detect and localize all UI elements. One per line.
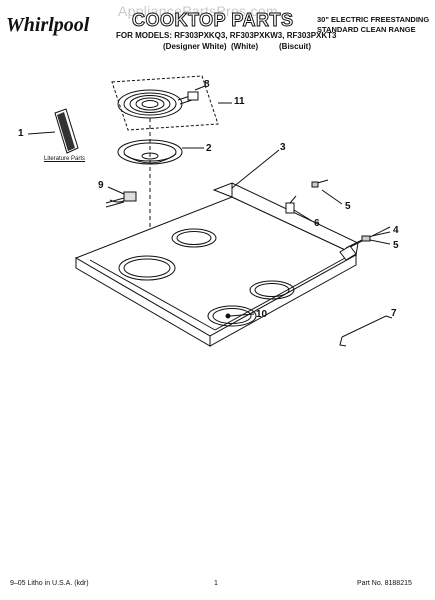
leader-6 (293, 209, 313, 222)
variant-designer-white: (Designer White) (163, 42, 227, 51)
burner-opening-rear-left (171, 228, 217, 248)
literature-booklet (54, 108, 79, 154)
callout-10: 10 (256, 309, 268, 320)
screw-upper (311, 179, 329, 188)
bracket-right (339, 226, 391, 261)
subtitle-line-1: 30" ELECTRIC FREESTANDING (317, 15, 430, 24)
footer-page-number: 1 (214, 580, 218, 587)
burner-opening-rear-right (249, 280, 295, 300)
callout-5-lower: 5 (393, 240, 399, 251)
callout-9: 9 (98, 180, 104, 191)
clip-upper (285, 195, 297, 214)
model-list: FOR MODELS: RF303PXKQ3, RF303PXKW3, RF30… (116, 31, 337, 40)
support-rod (339, 315, 387, 347)
footer-print-info: 9–05 Litho in U.S.A. (kdr) (10, 580, 89, 587)
burner-opening-front-right (207, 305, 257, 327)
callout-6: 6 (314, 218, 320, 229)
literature-parts-label: Literature Parts (44, 156, 86, 162)
callout-8: 8 (204, 79, 210, 90)
callout-5-upper: 5 (345, 201, 351, 212)
whirlpool-logo: Whirlpool (6, 14, 90, 36)
callout-2: 2 (206, 143, 212, 154)
callout-7: 7 (391, 308, 397, 319)
leader-1 (27, 131, 56, 135)
element-box (111, 75, 219, 131)
product-subtitle: 30" ELECTRIC FREESTANDING STANDARD CLEAN… (317, 15, 429, 35)
leader-4 (371, 231, 391, 237)
watermark: AppliancePartsPros.com (118, 3, 278, 19)
variant-white: (White) (231, 42, 259, 51)
leader-10 (229, 313, 255, 317)
leader-5a (321, 189, 343, 205)
surface-element (117, 89, 199, 119)
footer-part-number: Part No. 8188215 (357, 580, 412, 587)
terminal-block (105, 191, 137, 208)
leader-7 (385, 315, 393, 319)
callout-1: 1 (18, 128, 24, 139)
leader-9 (107, 186, 125, 195)
burner-opening-front-left (118, 255, 176, 281)
callout-4: 4 (393, 225, 399, 236)
page-title: COOKTOP PARTS (132, 10, 294, 31)
leader-8 (194, 85, 206, 91)
leader-5b (369, 239, 391, 245)
leader-3 (231, 149, 280, 189)
subtitle-line-2: STANDARD CLEAN RANGE (317, 25, 416, 34)
variant-biscuit: (Biscuit) (279, 42, 311, 51)
callout-3: 3 (280, 142, 286, 153)
callout-11: 11 (234, 96, 245, 107)
cooktop-panel (74, 182, 359, 347)
